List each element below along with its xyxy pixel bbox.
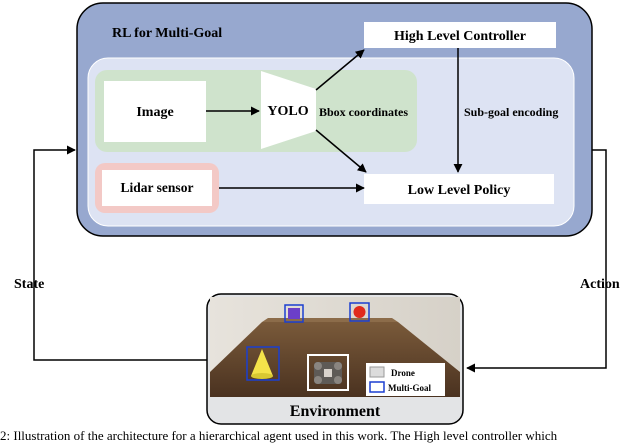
drone	[314, 362, 342, 384]
yolo-to-high-level-arrow	[315, 49, 365, 91]
yolo-node	[261, 71, 316, 149]
bbox-label: Bbox coordinates	[319, 105, 408, 119]
goal-box-yellow-cone	[246, 346, 280, 381]
legend-multi-goal-label: Multi-Goal	[388, 383, 431, 393]
image-node-label: Image	[136, 105, 173, 120]
yolo-node-label: YOLO	[267, 104, 308, 119]
goal-red-sphere	[353, 306, 366, 318]
figure-caption: 2: Illustration of the architecture for …	[0, 428, 558, 443]
legend-multi-goal-swatch	[369, 381, 385, 393]
legend-drone-label: Drone	[391, 368, 415, 378]
legend-drone-swatch	[369, 366, 385, 378]
goal-box-red-sphere	[349, 302, 370, 322]
high-level-controller-label: High Level Controller	[394, 29, 526, 44]
yolo-to-low-level-arrow	[315, 129, 367, 173]
state-label: State	[14, 277, 44, 292]
low-level-policy-node	[364, 174, 554, 204]
environment-title: Environment	[290, 403, 381, 420]
lidar-node	[102, 170, 212, 206]
rl-block-title: RL for Multi-Goal	[112, 26, 222, 41]
action-loop-arrow	[466, 149, 607, 373]
drone-box	[307, 354, 349, 391]
goal-yellow-cone	[251, 349, 273, 376]
image-node	[104, 81, 206, 142]
goal-box-blue-cube	[284, 304, 304, 323]
state-loop-arrow	[33, 145, 207, 361]
environment-legend: Drone Multi-Goal	[366, 363, 445, 396]
subgoal-encoding-label: Sub-goal encoding	[464, 105, 558, 119]
high-level-controller-node	[364, 22, 556, 48]
lidar-node-label: Lidar sensor	[121, 180, 194, 195]
goal-blue-cube	[288, 308, 300, 319]
action-label: Action	[580, 277, 620, 292]
low-level-policy-label: Low Level Policy	[408, 183, 511, 198]
